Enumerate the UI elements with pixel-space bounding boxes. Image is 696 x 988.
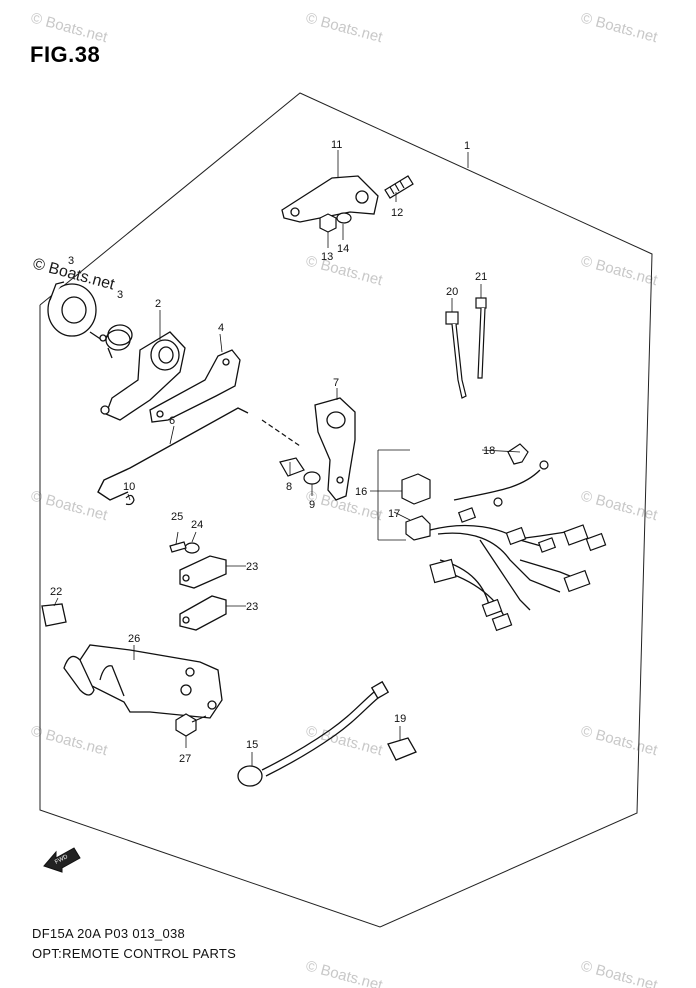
part-2-throttle-arm [100,331,186,421]
callout-18: 18 [483,445,495,457]
callout-10: 10 [123,481,135,493]
watermark: © Boats.net [579,252,660,289]
callout-14: 14 [337,243,349,255]
part-25-pin [169,541,187,553]
footer-model-code: DF15A 20A P03 013_038 [32,926,186,941]
callout-labels: 1 2 3 3 4 6 7 8 9 10 11 12 13 14 15 16 1… [50,139,495,765]
callout-17: 17 [388,508,400,520]
callout-3: 3 [68,255,74,267]
part-24-washer [184,542,200,554]
callout-13: 13 [321,251,333,263]
watermark: © Boats.net [579,957,660,988]
footer-caption: OPT:REMOTE CONTROL PARTS [32,946,237,961]
callout-16: 16 [355,486,367,498]
part-15-switch-cable [261,691,379,777]
part-9-washer [303,471,321,485]
callout-15: 15 [246,739,258,751]
callout-21: 21 [475,271,487,283]
part-14-washer [336,212,352,224]
part-4-link-plate [149,349,241,423]
callout-9: 9 [309,499,315,511]
watermark: © Boats.net [304,252,385,289]
callout-11: 11 [331,139,342,151]
part-8-pin [279,457,305,477]
callout-23-lower: 23 [246,601,258,613]
part-18-connector-cap [507,443,529,465]
harness-connectors [429,460,607,632]
watermark: © Boats.net [304,9,385,46]
watermark: © Boats.net [29,722,110,759]
watermark: © Boats.net [579,722,660,759]
part-10-clip [125,494,135,506]
callout-22: 22 [50,586,62,598]
part-27-bolt [175,713,207,737]
part-19-pad [387,737,417,761]
callout-8: 8 [286,481,292,493]
part-26-bracket [63,644,223,719]
watermark: © Boats.net [29,9,110,46]
part-23-link-upper [179,555,227,589]
callout-12: 12 [391,207,403,219]
part-6-rod-tail [261,419,301,447]
part-5-spring [105,324,133,359]
callout-20: 20 [446,286,458,298]
callout-26: 26 [128,633,140,645]
callout-19: 19 [394,713,406,725]
callout-23-upper: 23 [246,561,258,573]
part-21-cable-tie [475,297,487,379]
part-13-nut [319,213,337,233]
callout-7: 7 [333,377,339,389]
figure-title: FIG.38 [30,42,101,67]
part-11-bracket [281,175,379,223]
watermark: © Boats.net [579,487,660,524]
leader-lines [53,150,521,766]
part-23-link-lower [179,595,227,631]
part-6-rod [97,407,249,501]
watermark: © Boats.net [304,957,385,988]
callout-2: 2 [155,298,161,310]
watermark: © Boats.net [579,9,660,46]
callout-4: 4 [218,322,224,334]
callout-27: 27 [179,753,191,765]
callout-1: 1 [464,140,470,152]
callout-6: 6 [169,415,175,427]
callout-25: 25 [171,511,183,523]
part-16-relay [401,473,431,505]
watermarks: © Boats.net © Boats.net © Boats.net © Bo… [29,9,660,988]
part-7-lever [314,397,356,501]
part-12-stud [384,175,414,199]
wiring-harness [429,469,581,623]
part-15-switch-body [237,680,390,787]
watermark: © Boats.net [29,487,110,524]
part-3-gear-housing [47,281,109,342]
callout-3-second: 3 [117,289,123,301]
callout-24: 24 [191,519,203,531]
part-20-cable-tie [445,311,467,399]
kit-outline [39,92,653,928]
part-17-connector [405,515,431,541]
fwd-arrow-icon: FWD [43,847,81,873]
part-22-pad [41,603,67,627]
